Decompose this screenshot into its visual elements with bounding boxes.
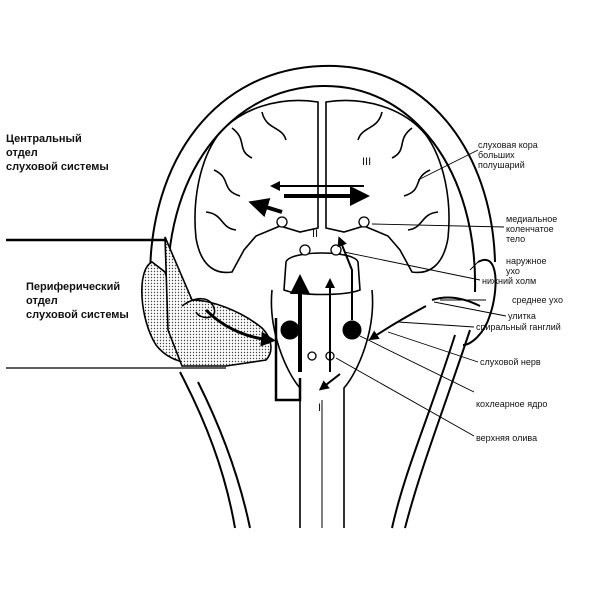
label-middle-ear: среднее ухо [512,295,563,305]
label-inferior-colliculus: нижний холм [482,276,537,286]
neck-left-inner [197,381,251,529]
right-ear-canal [431,296,481,307]
arrow-peripheral-to-nucleus [204,308,276,347]
head-outline [149,64,497,529]
section-lines [6,238,302,402]
level-numeral-1: I [318,402,322,414]
left-gyri [205,111,287,231]
leader-spiral-ganglion [397,321,475,328]
skull-contour [166,84,477,301]
leader-cochlear-nucleus [359,335,475,393]
leader-medial-geniculate [371,223,505,228]
level-numeral-3: III [362,156,372,168]
label-auditory-nerve: слуховой нерв [480,357,541,367]
arrow-right-ear-inward [368,305,427,341]
right-cochlear-nucleus [342,320,362,340]
label-cochlear-nucleus: кохлеарное ядро [476,399,548,409]
peripheral-shading [164,236,272,367]
right-medial-geniculate [358,216,370,228]
leader-cochlea [433,301,507,317]
peripheral-section-label: Периферический отдел слуховой системы [26,281,129,321]
head-contour [149,64,496,279]
pathway-arrows [204,181,427,391]
left-medial-geniculate [276,216,288,228]
label-superior-olive: верхняя олива [476,433,538,443]
left-superior-olive [307,351,317,361]
label-outer-ear: наружное ухо [506,256,547,276]
neck-right [404,329,471,529]
leader-lines [335,149,507,437]
central-section-label: Центральный отдел слуховой системы [6,133,109,173]
right-inferior-colliculus [330,244,342,256]
left-hemisphere [194,99,319,274]
label-spiral-ganglion: спиральный ганглий [476,322,561,332]
leader-auditory-nerve [387,331,479,363]
arrow-to-left-cortex [248,197,283,218]
leader-superior-olive [335,357,475,437]
leader-inferior-colliculus [343,251,481,281]
peripheral-path-bracket [274,318,302,402]
leader-auditory-cortex [417,149,479,181]
level-numeral-2: II [312,228,319,240]
peripheral-region [141,236,272,367]
neck-right-inner [391,334,456,529]
brainstem [270,289,374,528]
label-cochlea: улитка [508,311,536,321]
left-inferior-colliculus [299,244,311,256]
right-outer-ear [462,258,497,346]
leader-outer-ear [469,261,479,271]
arrow-right-ascending [337,236,353,320]
label-auditory-cortex: слуховая кора больших полушарий [478,140,538,170]
right-hemisphere [325,99,450,274]
neck-left [179,371,236,529]
arrow-olive-crossing [318,373,341,391]
nuclei [276,216,370,361]
label-medial-geniculate: медиальное коленчатое тело [506,214,558,244]
left-cochlear-nucleus [280,320,300,340]
inner-ear-canal [181,297,216,319]
right-gyri [357,111,439,231]
